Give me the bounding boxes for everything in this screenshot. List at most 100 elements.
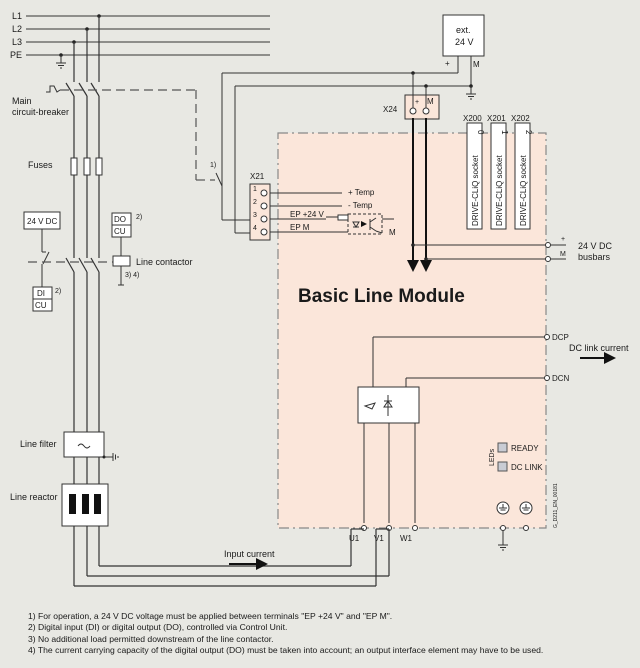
supply-lines: L1 L2 L3 PE [10, 11, 270, 69]
x21-signal-label: + Temp [348, 188, 375, 197]
ext-24v-label: 24 V [455, 37, 474, 47]
terminal-label: V1 [374, 534, 384, 543]
do-note-ref: 2) [136, 214, 142, 221]
di-cu-label: CU [35, 301, 47, 310]
busbar-m-label: M [560, 251, 566, 258]
x24-plus-label: + [415, 99, 419, 106]
contactor-note-ref: 3) 4) [125, 272, 139, 279]
line-reactor: Line reactor [10, 483, 109, 527]
ep-switch: 1) [210, 162, 250, 234]
dcn-label: DCN [552, 374, 570, 383]
dcn-terminal [544, 375, 550, 381]
led-indicator-icon [497, 442, 508, 453]
digital-output-cu: DO CU 2) [111, 212, 142, 238]
main-circuit-breaker[interactable]: Main circuit-breaker [12, 82, 210, 181]
status-leds: LEDs READY DC LINK [489, 442, 543, 472]
dc-link-terminals: DCP DCN DC link current [544, 333, 629, 383]
line-contactor-label: Line contactor [136, 257, 193, 267]
pe-terminals [496, 501, 533, 551]
busbar-plus-label: + [561, 236, 565, 243]
line-reactor-label: Line reactor [10, 492, 58, 502]
ext-m-label: M [473, 60, 480, 69]
led-label: READY [511, 444, 539, 453]
diode-icon [383, 395, 393, 416]
socket-label: DRIVE-CLiQ socket [519, 155, 528, 226]
line-filter-label: Line filter [20, 439, 57, 449]
external-24v-supply: ext. 24 V + M [221, 14, 485, 221]
terminal-label: W1 [400, 534, 413, 543]
x21-terminal-4[interactable]: 4 EP M [253, 223, 348, 236]
footnote-2: 2) Digital input (DI) or digital output … [28, 622, 288, 633]
optocoupler-icon [347, 213, 383, 235]
digital-input-cu: DI CU 2) [32, 286, 61, 312]
x21-signal-label: EP M [290, 223, 310, 232]
l1-label: L1 [12, 11, 22, 21]
reactor-coil-3 [94, 494, 101, 514]
ext-plus-label: + [445, 59, 450, 68]
input-current-indicator: Input current [224, 549, 275, 570]
fuses: Fuses [28, 157, 103, 176]
x21-terminal-number: 2 [253, 199, 257, 206]
socket-index: 0 [476, 130, 485, 135]
led-ready: READY [497, 442, 539, 453]
main-breaker-label-1: Main [12, 96, 32, 106]
fuse-3 [95, 157, 103, 176]
x24-m-label: M [427, 97, 434, 106]
terminal-u1: U1 [349, 525, 367, 543]
x21-terminal-number: 1 [253, 186, 257, 193]
x21-terminal-3[interactable]: 3 EP +24 V [253, 210, 326, 223]
di-label: DI [37, 289, 45, 298]
l2-label: L2 [12, 24, 22, 34]
x21-signal-label: - Temp [348, 201, 373, 210]
led-dc-link: DC LINK [497, 461, 543, 472]
x24-label: X24 [383, 105, 398, 114]
fuse-2 [83, 157, 91, 176]
x21-signal-label: EP +24 V [290, 210, 325, 219]
x21-terminal-number: 4 [253, 225, 257, 232]
line-contactor[interactable]: Line contactor 3) 4) [28, 237, 193, 286]
ext-label: ext. [456, 25, 471, 35]
control-24vdc-source: 24 V DC [23, 211, 61, 287]
reactor-coil-1 [69, 494, 76, 514]
dc-24v-busbars: + M 24 V DC busbars [413, 236, 613, 262]
connector-label: X201 [487, 114, 506, 123]
switch-note-ref: 1) [210, 162, 216, 169]
dcp-terminal [544, 334, 550, 340]
filter-ground-icon [112, 453, 119, 461]
connector-label: X202 [511, 114, 530, 123]
resistor-icon [337, 214, 349, 221]
dc-24v-label: 24 V DC [27, 217, 57, 226]
pe-ground-icon [56, 62, 66, 69]
x21-terminal-2[interactable]: 2 - Temp [253, 199, 373, 210]
main-breaker-label-2: circuit-breaker [12, 107, 69, 117]
module-ground-icon [498, 544, 508, 551]
basic-line-module-wiring-diagram: L1 L2 L3 PE [10, 11, 629, 587]
rectifier-block [357, 336, 547, 523]
thermal-trip-icon [46, 85, 61, 93]
x21-label: X21 [250, 172, 265, 181]
x21-terminal-1[interactable]: 1 + Temp [253, 186, 375, 197]
di-note-ref: 2) [55, 288, 61, 295]
filter-symbol-icon [77, 443, 91, 449]
ext-ground-icon [466, 86, 476, 100]
socket-index: 2 [524, 130, 533, 135]
leds-caption: LEDs [489, 448, 496, 466]
dc-link-current-label: DC link current [569, 343, 629, 353]
led-indicator-icon [497, 461, 508, 472]
footnote-1: 1) For operation, a 24 V DC voltage must… [28, 611, 393, 621]
fuse-1 [70, 157, 78, 176]
fuses-label: Fuses [28, 160, 53, 170]
socket-index: 1 [500, 130, 509, 135]
x21-terminal-number: 3 [253, 212, 257, 219]
busbars-label-2: busbars [578, 252, 611, 262]
dcp-label: DCP [552, 333, 569, 342]
socket-label: DRIVE-CLiQ socket [471, 155, 480, 226]
contactor-coil [112, 255, 131, 267]
pe-label: PE [10, 50, 22, 60]
do-label: DO [114, 215, 126, 224]
